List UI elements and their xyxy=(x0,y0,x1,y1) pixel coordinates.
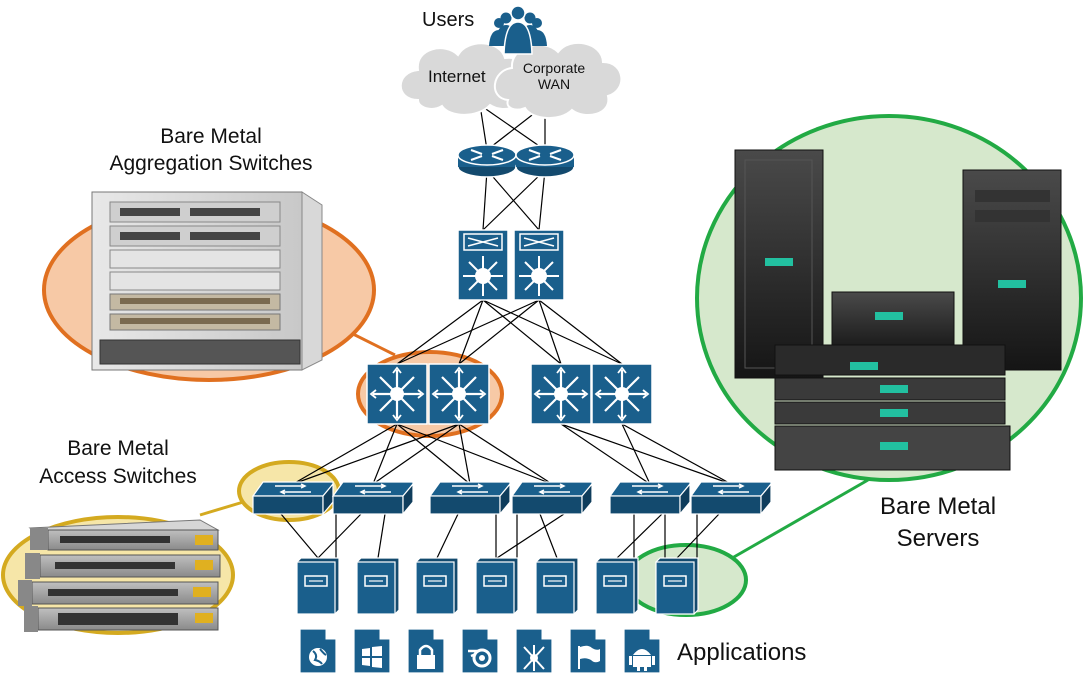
access-switch-hardware xyxy=(18,519,221,632)
servers-label-line1: Bare Metal xyxy=(880,493,996,520)
applications-label: Applications xyxy=(677,639,806,666)
android-app-icon xyxy=(623,628,661,674)
link-line xyxy=(538,299,562,365)
layer3-switch-icon xyxy=(530,363,592,425)
link-line xyxy=(676,513,720,559)
link-line xyxy=(372,423,398,485)
access-label-line2: Access Switches xyxy=(39,465,197,488)
blender-app-icon xyxy=(461,628,499,674)
aggregation-switch-hardware xyxy=(91,191,323,371)
link-line xyxy=(482,169,488,231)
globe-app-icon xyxy=(299,628,337,674)
link-line xyxy=(280,513,319,559)
workgroup-switch-icon xyxy=(608,481,691,516)
link-line xyxy=(458,299,484,365)
link-line xyxy=(479,104,546,151)
windows-app-icon xyxy=(353,628,391,674)
link-line xyxy=(482,169,546,231)
link-line xyxy=(482,299,623,365)
workgroup-switch-icon xyxy=(331,481,414,516)
workgroup-switch-icon xyxy=(428,481,511,516)
multilayer-switch-icon xyxy=(457,229,509,301)
link-line xyxy=(396,299,484,365)
link-line xyxy=(616,513,663,559)
workgroup-switch-icon xyxy=(689,481,772,516)
link-line xyxy=(486,169,540,231)
link-line xyxy=(496,513,565,559)
link-line xyxy=(560,423,732,485)
link-line xyxy=(458,423,553,485)
users-group-icon xyxy=(489,5,547,55)
link-line xyxy=(621,423,732,485)
link-line xyxy=(436,513,459,559)
servers-label-line2: Servers xyxy=(897,525,980,552)
server-icon xyxy=(595,557,639,615)
link-line xyxy=(377,513,386,559)
multilayer-switch-icon xyxy=(513,229,565,301)
link-line xyxy=(538,299,623,365)
router-icon xyxy=(515,144,575,178)
server-icon xyxy=(415,557,459,615)
aggregation-label-line2: Aggregation Switches xyxy=(109,152,312,175)
link-line xyxy=(538,169,546,231)
workgroup-switch-icon xyxy=(251,481,334,516)
link-line xyxy=(396,423,553,485)
link-line xyxy=(292,423,460,485)
aggregation-label-line1: Bare Metal xyxy=(160,125,262,148)
flag-app-icon xyxy=(569,628,607,674)
server-hardware xyxy=(734,149,1062,471)
users-label: Users xyxy=(422,9,474,31)
layer3-switch-icon xyxy=(428,363,490,425)
link-line xyxy=(482,299,562,365)
server-icon xyxy=(535,557,579,615)
link-line xyxy=(396,423,471,485)
link-line xyxy=(292,423,398,485)
internet-label: Internet xyxy=(428,67,486,86)
corporate-wan-cloud xyxy=(493,42,623,119)
layer3-switch-icon xyxy=(366,363,428,425)
layer3-switch-icon xyxy=(591,363,653,425)
access-label-line1: Bare Metal xyxy=(67,437,169,460)
router-icon xyxy=(457,144,517,178)
wan-label: WAN xyxy=(538,76,570,92)
link-line xyxy=(560,423,651,485)
server-icon xyxy=(356,557,400,615)
corporate-label: Corporate xyxy=(523,60,585,76)
server-icon xyxy=(475,557,519,615)
server-icon xyxy=(296,557,340,615)
link-line xyxy=(396,299,540,365)
link-line xyxy=(317,513,362,559)
link-line xyxy=(539,513,558,559)
link-line xyxy=(372,423,460,485)
workgroup-switch-icon xyxy=(510,481,593,516)
link-line xyxy=(458,423,471,485)
network-app-icon xyxy=(515,628,553,674)
server-icon xyxy=(655,557,699,615)
network-links xyxy=(280,104,732,559)
lock-app-icon xyxy=(407,628,445,674)
link-line xyxy=(621,423,651,485)
link-line xyxy=(458,299,540,365)
